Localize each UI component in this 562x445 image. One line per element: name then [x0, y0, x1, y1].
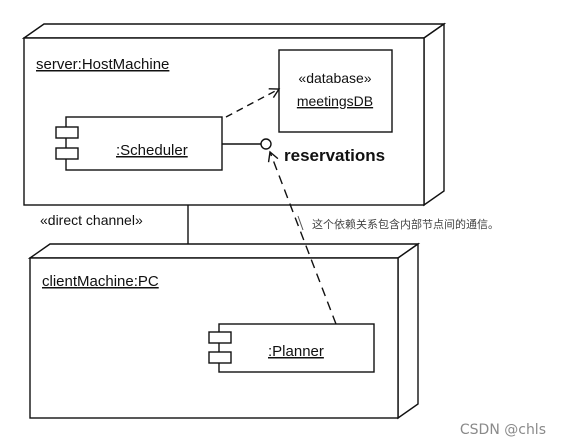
- planner-label: :Planner: [268, 343, 324, 360]
- dependency-scheduler-db: [225, 88, 281, 118]
- annotation-text: 这个依赖关系包含内部节点间的通信。: [312, 217, 499, 231]
- database-name: meetingsDB: [297, 93, 373, 109]
- scheduler-label: :Scheduler: [116, 142, 188, 159]
- planner-component: :Planner: [208, 323, 375, 373]
- component-tab-icon: [208, 331, 232, 344]
- scheduler-component: :Scheduler: [55, 116, 223, 171]
- reservations-interface: reservations: [222, 138, 385, 165]
- dependency-planner-interface: [267, 150, 337, 325]
- component-tab-icon: [208, 351, 232, 364]
- client-node-label: clientMachine:PC: [42, 273, 159, 290]
- watermark-text: CSDN @chls: [460, 422, 546, 438]
- server-node-label: server:HostMachine: [36, 56, 169, 73]
- component-tab-icon: [55, 126, 79, 139]
- meetingsdb-box: «database» meetingsDB: [278, 49, 393, 133]
- annotation-tick: [297, 215, 304, 231]
- interface-label: reservations: [284, 146, 385, 165]
- link-label: «direct channel»: [40, 212, 143, 228]
- interface-lollipop-icon: [260, 138, 272, 150]
- database-stereotype: «database»: [298, 70, 371, 86]
- component-tab-icon: [55, 147, 79, 160]
